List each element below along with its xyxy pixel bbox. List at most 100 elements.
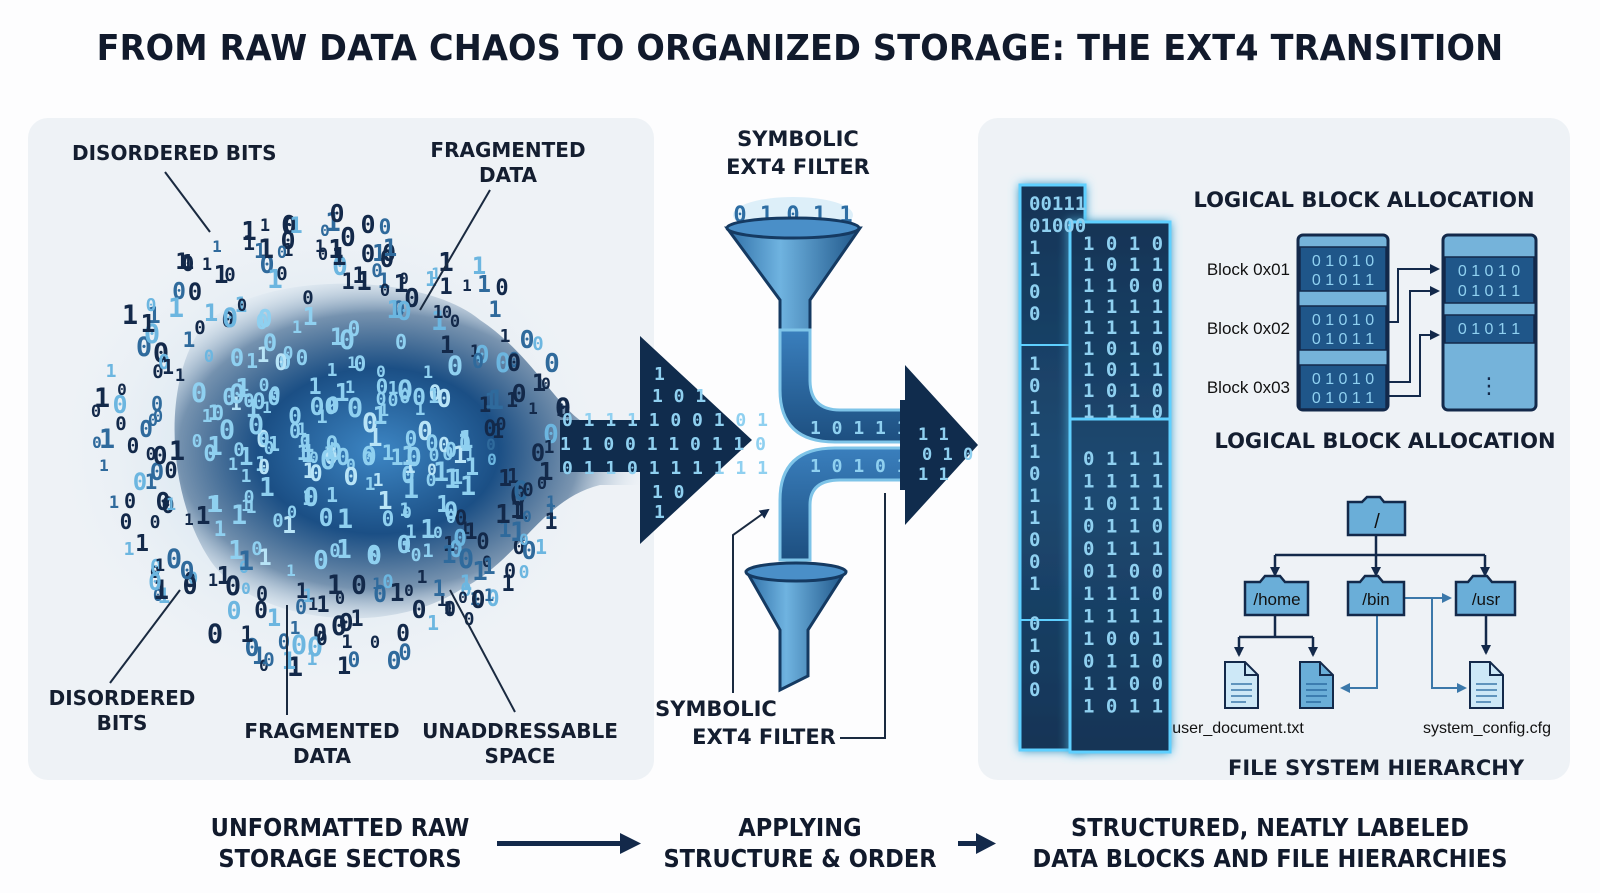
strip-bit-row: 0 (1029, 463, 1040, 485)
bit: 0 (460, 579, 471, 601)
bit: 1 (500, 326, 511, 347)
bit: 0 (470, 585, 485, 614)
bit: 0 (476, 530, 489, 555)
bit: 1 (341, 270, 354, 295)
bit: 1 (510, 517, 526, 548)
bit: 0 (486, 435, 496, 454)
bit: 0 (487, 450, 497, 469)
bit: 1 (336, 535, 352, 565)
bit: 1 (501, 572, 514, 597)
bit: 0 (239, 558, 249, 578)
bit: 0 (446, 508, 456, 528)
bit: 1 (405, 521, 416, 543)
bit: 1 (433, 457, 449, 488)
strip-bit-row: 1 0 1 1 (1083, 254, 1163, 276)
bit: 0 (164, 459, 177, 484)
bit: 1 (460, 519, 470, 539)
bit: 0 (207, 619, 223, 650)
bit: 1 (308, 595, 318, 615)
bit: 0 (229, 379, 245, 410)
bit: 1 (417, 567, 428, 588)
bit: 1 (267, 604, 281, 632)
filter-label-bottom: SYMBOLIC EXT4 FILTER (655, 493, 886, 749)
bit: 1 (303, 459, 316, 483)
bit: 0 (426, 470, 437, 491)
bit: 1 (403, 474, 419, 505)
bit: 1 (425, 267, 437, 291)
bit: 1 (259, 473, 275, 503)
bit: 1 (437, 590, 448, 611)
bit: 1 (235, 293, 248, 317)
bit: 1 (140, 309, 155, 338)
output-bits-3: 1 1 (918, 465, 949, 485)
bit: 0 (508, 348, 520, 372)
strip-bit-row: 0 1 1 1 (1083, 448, 1163, 470)
bit: 0 (427, 460, 437, 479)
bit: 1 (245, 394, 260, 423)
bit: 0 (464, 609, 475, 630)
block-allocation-heading-bottom: LOGICAL BLOCK ALLOCATION (1214, 429, 1555, 453)
bit: 0 (459, 431, 471, 455)
bit: 0 (483, 417, 496, 442)
strip-bit-row: 0 (1029, 281, 1040, 303)
bit: 0 (112, 390, 127, 419)
bit: 0 (303, 483, 319, 513)
bit: 1 (373, 470, 384, 491)
bit: 1 (147, 304, 160, 329)
bit: 0 (393, 297, 406, 321)
bit: 1 (479, 393, 492, 417)
bit: 1 (246, 497, 257, 518)
bit: 0 (543, 420, 559, 450)
bit: 1 (367, 423, 382, 452)
bit: 0 (237, 296, 247, 316)
bit: 1 (441, 540, 456, 569)
bit: 1 (168, 293, 184, 324)
bit: 0 (433, 523, 443, 542)
bit: 0 (139, 417, 153, 443)
bit: 0 (146, 295, 157, 316)
bit: 0 (184, 568, 196, 592)
bit: 0 (150, 458, 164, 486)
bit: 1 (287, 652, 303, 683)
filter-pipe: 1 0 1 1 1 1 0 1 0 1 (778, 328, 908, 562)
strip-bit-row: 1 (1029, 419, 1040, 441)
bit: 1 (241, 217, 257, 247)
bit: 1 (399, 499, 410, 521)
callout-fragmented-data-bottom: FRAGMENTED DATA (244, 605, 400, 768)
bit: 0 (331, 611, 347, 642)
bit: 0 (444, 597, 456, 621)
bit: 1 (457, 428, 472, 457)
strip-bit-row: 1 0 1 1 (1083, 493, 1163, 515)
bit: 1 (528, 399, 538, 418)
bit: 1 (94, 383, 110, 414)
bit: 1 (230, 393, 241, 415)
bit: 0 (386, 646, 401, 675)
bit: 1 (465, 453, 479, 481)
bit: 0 (281, 211, 297, 241)
callout-fragmented-data-top: FRAGMENTED DATA (419, 138, 586, 311)
bit: 0 (388, 390, 399, 411)
bit: 1 (506, 388, 518, 412)
strip-bit-row: 1 0 1 1 (1083, 696, 1163, 718)
bit: 0 (347, 393, 363, 424)
output-bits-1: 1 1 (918, 425, 949, 445)
bit: 1 (561, 402, 571, 421)
strip-bit-row: 0 1 1 1 (1083, 538, 1163, 560)
bit: 0 (263, 329, 277, 357)
bit: 0 (241, 579, 251, 598)
bit: 1 (372, 241, 386, 267)
bit: 0 (289, 419, 301, 443)
bit: 0 (445, 438, 457, 462)
bit: 0 (382, 507, 395, 531)
bit: 1 (453, 441, 467, 469)
bit: 1 (99, 456, 109, 475)
bit: 0 (318, 503, 333, 532)
block-bits: 0 1 0 1 1 (1312, 331, 1374, 348)
label-disordered-bottom-1: DISORDERED (49, 686, 196, 710)
arrow-bit-row: 1 (654, 364, 665, 385)
bit: 1 (330, 323, 344, 351)
bit: 0 (348, 317, 361, 341)
bit: 0 (92, 433, 102, 452)
bit: 0 (458, 544, 474, 575)
